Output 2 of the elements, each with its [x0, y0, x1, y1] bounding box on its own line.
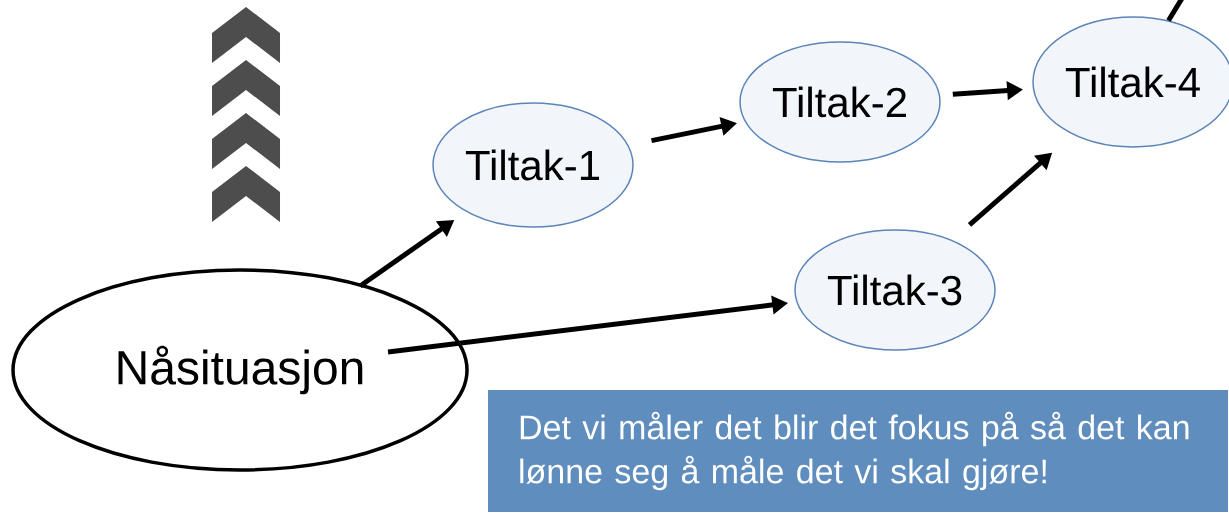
ellipse-node: Nåsituasjon — [11, 268, 469, 472]
note-box: Det vi måler det blir det fokus på så det kan lønne seg å måle det vi skal gjøre! — [488, 390, 1228, 512]
